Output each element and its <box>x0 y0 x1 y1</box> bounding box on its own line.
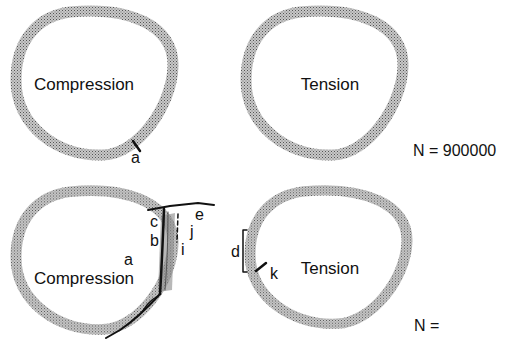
load-label: Tension <box>301 76 360 93</box>
bone-section: Compression <box>8 4 180 164</box>
load-label: Compression <box>34 270 134 287</box>
load-label: Tension <box>301 260 360 277</box>
crack-letter: e <box>195 207 204 223</box>
crack-letter: i <box>181 242 185 258</box>
cortical-shell <box>242 184 414 332</box>
load-label: Compression <box>34 76 134 93</box>
crack-letter: a <box>131 150 140 166</box>
crack-letter: d <box>231 244 240 260</box>
bone-section: Tension <box>238 4 410 164</box>
cycle-count: N = <box>414 318 439 334</box>
crack-letter: j <box>190 224 194 240</box>
crack-letter: b <box>150 233 159 249</box>
crack-letter: k <box>270 266 278 282</box>
crack-letter: a <box>124 252 133 268</box>
crack-letter: c <box>150 214 158 230</box>
bone-section: Tension <box>242 184 414 332</box>
cycle-count: N = 900000 <box>413 143 496 159</box>
cortical-shell <box>8 184 180 338</box>
bone-section: Compression <box>8 184 180 338</box>
